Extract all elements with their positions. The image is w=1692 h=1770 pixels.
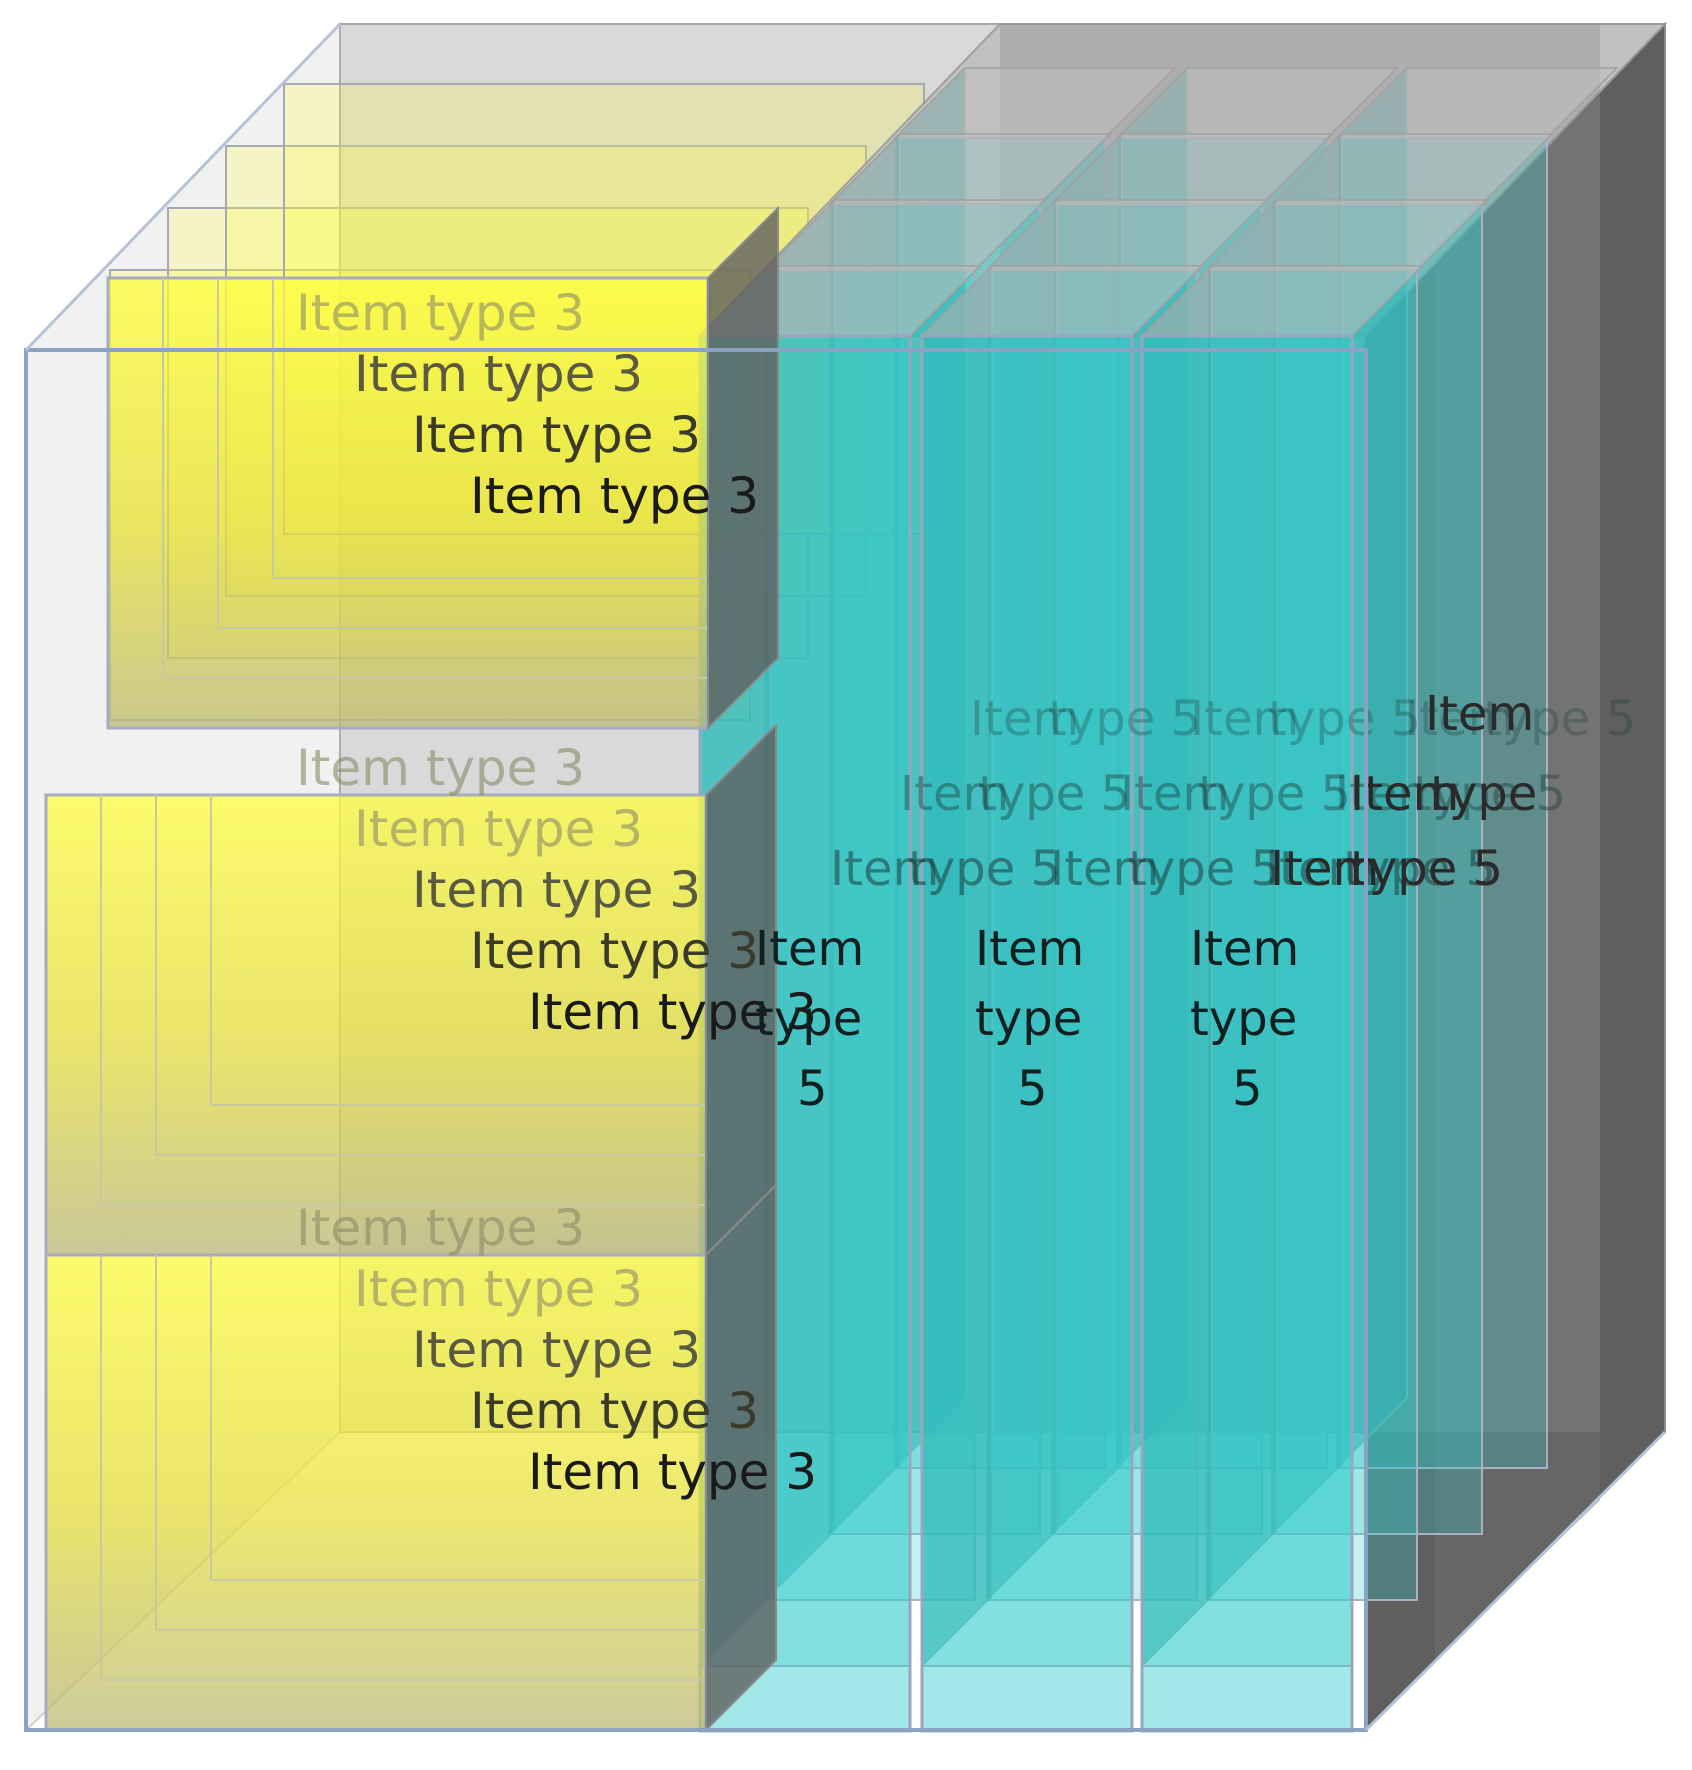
grey-item-label: Item [1425, 686, 1534, 742]
cyan-item-label: type 5 [908, 841, 1061, 897]
cyan-item-label: 5 [1232, 1061, 1263, 1117]
cyan-item-label: Item [975, 921, 1084, 977]
yellow-item-label: Item type 3 [412, 406, 701, 464]
cyan-slab [921, 335, 1133, 1667]
yellow-item-label: Item type 3 [412, 861, 701, 919]
cyan-item-label: 5 [797, 1061, 828, 1117]
yellow-item-label: Item type 3 [296, 739, 585, 797]
cyan-item-label: Item [970, 691, 1079, 747]
yellow-item-label: Item type 3 [354, 800, 643, 858]
grey-item-label: Item [1350, 766, 1459, 822]
cyan-slab [1141, 335, 1353, 1667]
cyan-item-label: type [755, 991, 862, 1047]
cyan-item-label: type 5 [1343, 841, 1496, 897]
cyan-slab [1271, 203, 1483, 1535]
yellow-box [106, 276, 710, 730]
yellow-item-label: Item type 3 [470, 1382, 759, 1440]
cyan-item-label: Item [1265, 841, 1374, 897]
cyan-item-label: Item [1190, 691, 1299, 747]
grey-item-label: type 5 [1350, 841, 1503, 897]
cyan-item-label: 5 [1017, 1061, 1048, 1117]
yellow-item-label: Item type 3 [470, 922, 759, 980]
cyan-item-label: type [1190, 991, 1297, 1047]
cyan-item-label: type 5 [1268, 691, 1421, 747]
grey-item-label: Item [1270, 841, 1379, 897]
yellow-item-label: Item type 3 [412, 1321, 701, 1379]
cyan-item-label: Item [1190, 921, 1299, 977]
yellow-item-label: Item type 3 [354, 345, 643, 403]
cyan-item-label: type 5 [1198, 766, 1351, 822]
yellow-item-label: Item type 3 [296, 284, 585, 342]
cyan-item-label: type 5 [1413, 766, 1566, 822]
cyan-item-label: type 5 [978, 766, 1131, 822]
cyan-slab-front [920, 334, 1134, 1733]
cyan-item-label: Item [1050, 841, 1159, 897]
cyan-item-label: Item [755, 921, 864, 977]
yellow-item-label: Item type 3 [354, 1260, 643, 1318]
cyan-item-label: type 5 [1128, 841, 1281, 897]
grey-item-label: type [1430, 766, 1537, 822]
yellow-item-label: Item type 3 [528, 983, 817, 1041]
cyan-item-label: type 5 [1048, 691, 1201, 747]
cyan-item-label: Item [1335, 766, 1444, 822]
cyan-item-label: type [975, 991, 1082, 1047]
cyan-slab [1206, 269, 1418, 1601]
container-front-frame [24, 22, 1667, 1732]
yellow-box-side [707, 205, 779, 731]
yellow-item-label: Item type 3 [296, 1199, 585, 1257]
cyan-item-label: type 5 [1483, 691, 1636, 747]
cyan-item-label: Item [900, 766, 1009, 822]
yellow-boxes [44, 205, 779, 1733]
yellow-item-label: Item type 3 [528, 1443, 817, 1501]
yellow-item-label: Item type 3 [470, 467, 759, 525]
cyan-item-label: Item [1120, 766, 1229, 822]
cyan-item-label: Item [1405, 691, 1514, 747]
cyan-slabs [698, 66, 1619, 1733]
yellow-box-side [705, 1182, 777, 1733]
cyan-item-label: Item [830, 841, 939, 897]
cyan-slab-front [1140, 334, 1354, 1733]
